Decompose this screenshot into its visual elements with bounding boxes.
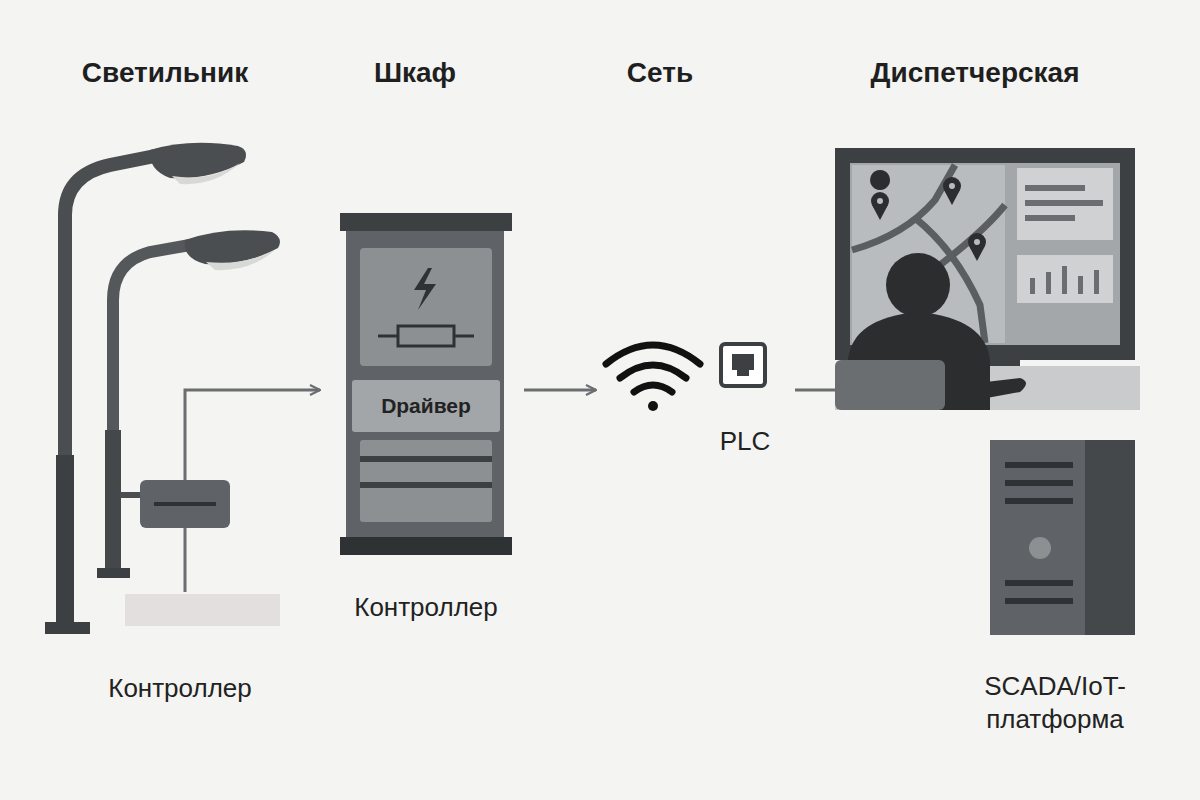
column-heading: Диспетчерская	[871, 57, 1080, 89]
server-node: SCADA/IoT-платформа	[990, 440, 1135, 635]
bracket	[120, 492, 142, 498]
connector-arrow	[185, 390, 320, 480]
ground-bar	[125, 594, 280, 626]
node-label: Контроллер	[65, 672, 295, 705]
controller-slot	[154, 502, 216, 506]
column-heading: Светильник	[82, 57, 248, 89]
street-lamp	[97, 230, 280, 578]
node-label: Dрайвер	[352, 380, 500, 432]
wifi-icon	[606, 345, 700, 411]
driver-panel: Dрайвер	[352, 380, 500, 432]
link-line	[795, 389, 840, 392]
controller-box: Контроллер	[140, 480, 230, 528]
column-heading: Сеть	[627, 57, 693, 89]
node-label: Контроллер	[306, 591, 546, 624]
cabinet	[340, 213, 512, 555]
wire	[184, 528, 187, 592]
column-heading: Шкаф	[374, 57, 456, 89]
connector-arrow	[524, 389, 596, 392]
node-label: SCADA/IoT-платформа	[955, 670, 1155, 735]
node-label: PLC	[690, 425, 800, 458]
cabinet-box: КонтроллерDрайвер	[340, 213, 512, 555]
plc-port-icon	[721, 344, 765, 386]
network-node: PLC	[600, 330, 780, 465]
operator	[835, 253, 1140, 410]
server-tower	[990, 440, 1135, 635]
street-lamp	[45, 143, 246, 634]
